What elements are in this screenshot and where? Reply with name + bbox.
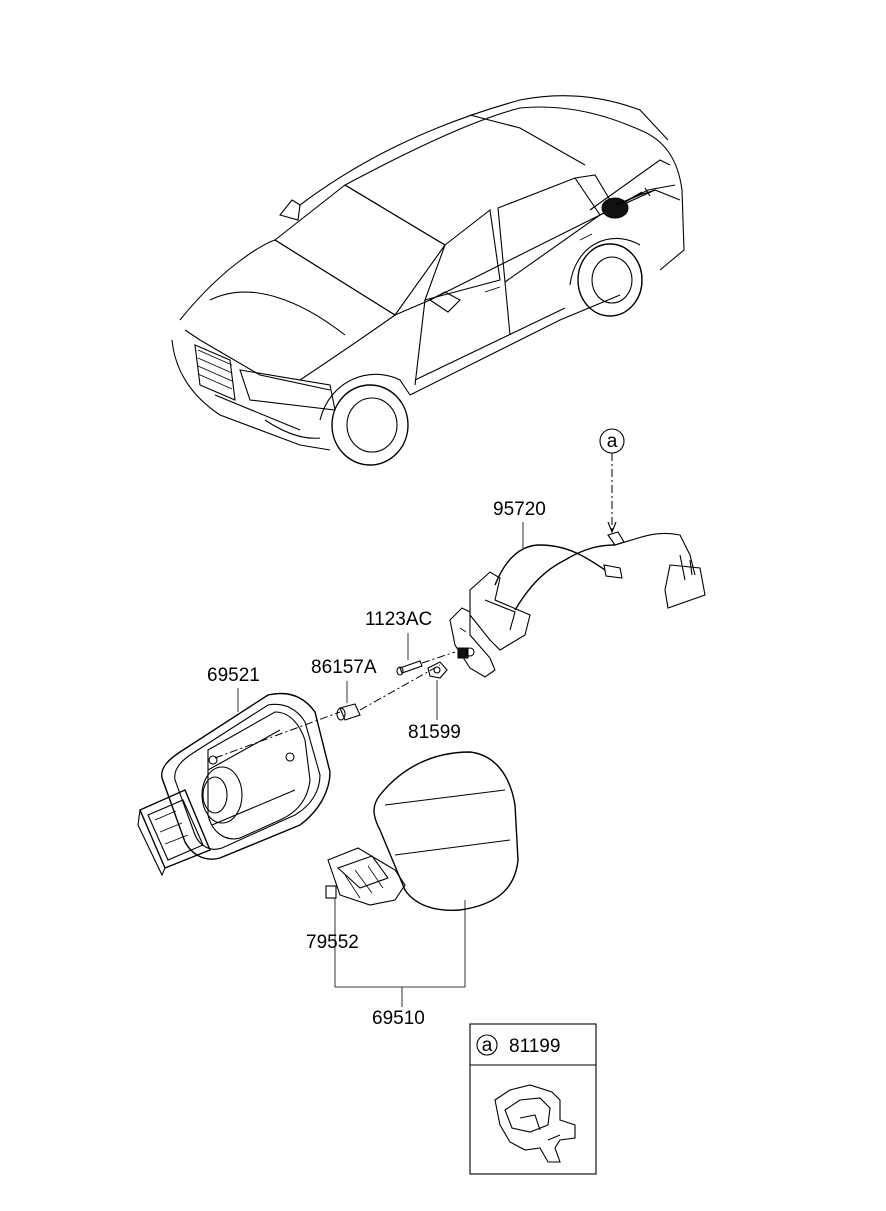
part-95720-label: 95720 [493, 499, 546, 520]
bumper-86157A: 86157A [311, 657, 441, 721]
part-86157A-label: 86157A [311, 657, 377, 678]
fuel-door-69510: 79552 69510 [306, 751, 519, 1029]
detail-marker-label: a [482, 1035, 493, 1056]
fuel-filler-housing-69521: 69521 [137, 665, 341, 877]
fuel-door-actuator-assembly: 95720 [449, 499, 706, 678]
marker-a-label: a [607, 431, 618, 452]
part-79552-label: 79552 [306, 932, 359, 953]
vehicle-illustration [171, 95, 685, 466]
screw-1123AC: 1123AC [365, 609, 456, 676]
part-1123AC-label: 1123AC [365, 609, 432, 630]
part-69510-label: 69510 [372, 1008, 425, 1029]
part-81199-label: 81199 [509, 1036, 560, 1057]
clip-81599: 81599 [408, 661, 461, 743]
detail-box-81199: a 81199 [469, 1023, 597, 1175]
part-69521-label: 69521 [207, 665, 260, 686]
part-81599-label: 81599 [408, 722, 461, 743]
reference-marker-a: a [599, 428, 625, 534]
